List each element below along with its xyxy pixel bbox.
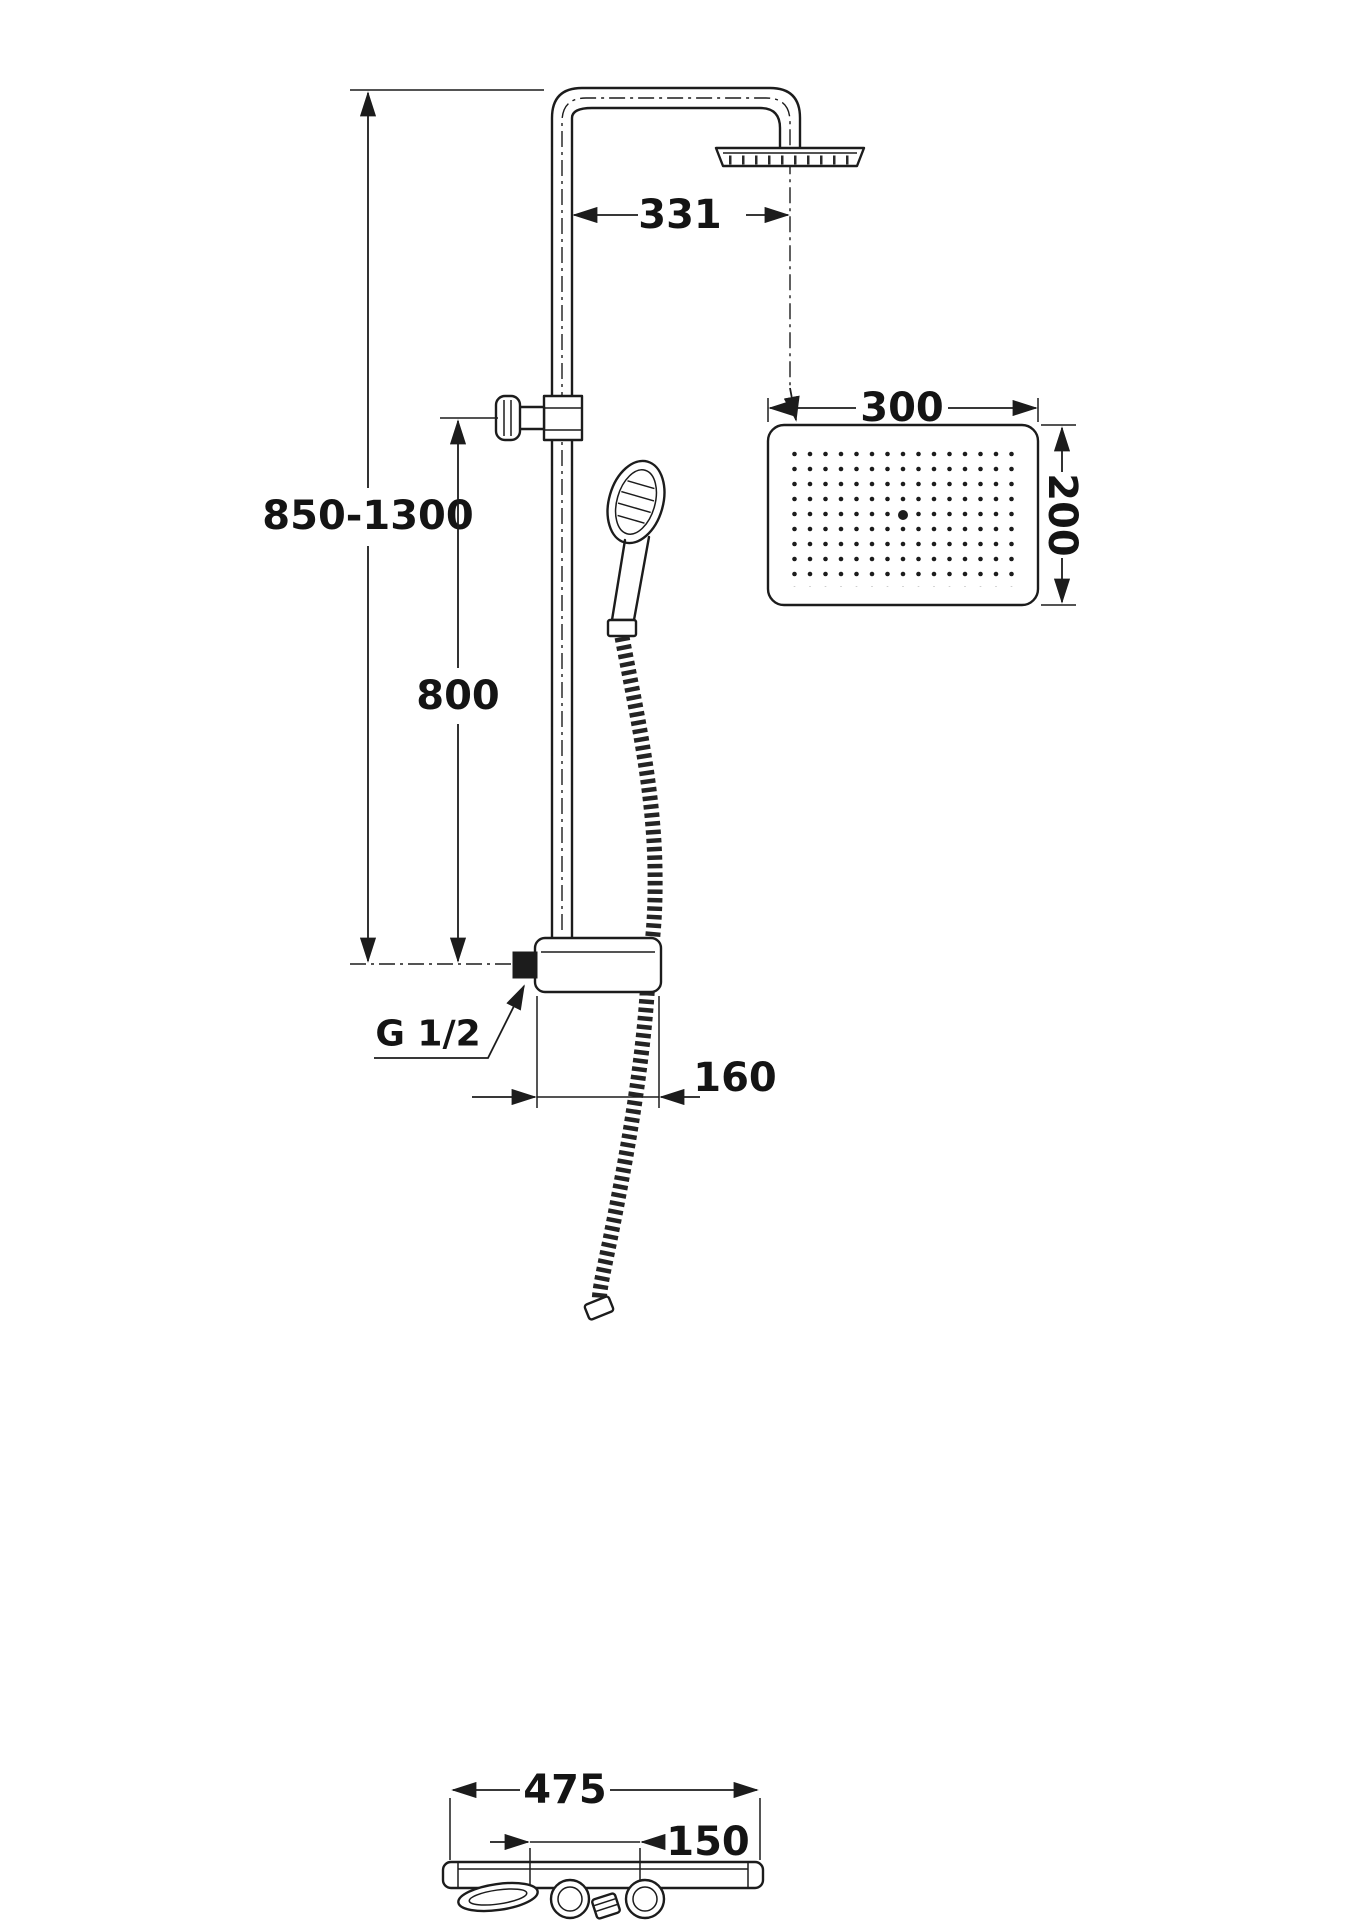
hand-shower-handle xyxy=(606,535,651,638)
base-bar-top-view xyxy=(441,1860,765,1890)
dim-head-width: 300 xyxy=(767,385,1039,431)
dim-text-475: 475 xyxy=(523,1767,607,1813)
dim-text-160: 160 xyxy=(693,1055,777,1101)
dim-slider-to-mixer: 800 xyxy=(416,417,500,963)
dim-column-height-range: 850-1300 xyxy=(262,91,474,963)
dim-base-bar-width: 475 xyxy=(449,1767,761,1860)
dim-text-300: 300 xyxy=(860,385,944,431)
hose-end-fitting xyxy=(583,1295,615,1321)
label-text-g12: G 1/2 xyxy=(375,1014,480,1055)
mixer-body xyxy=(512,936,663,994)
right-knob-top-view xyxy=(624,1878,666,1920)
hand-shower xyxy=(606,459,666,638)
label-inlet-thread: G 1/2 xyxy=(374,984,525,1059)
dim-head-depth: 200 xyxy=(1039,424,1085,606)
riser-and-arm-pipe xyxy=(550,86,802,940)
head-detail-pointer-arrow xyxy=(783,387,800,422)
mixer-inlet-g12 xyxy=(512,951,538,979)
dim-arm-reach: 331 xyxy=(572,192,790,238)
dim-text-331: 331 xyxy=(638,192,722,238)
left-knob-top-view xyxy=(549,1878,591,1920)
head-face-detail-view xyxy=(766,423,1040,607)
slider-diverter-knob xyxy=(494,394,584,442)
dim-text-800: 800 xyxy=(416,673,500,719)
lever-handle-top-view xyxy=(457,1881,539,1913)
dim-mixer-width: 160 xyxy=(472,996,777,1108)
dim-text-200: 200 xyxy=(1039,473,1085,557)
pipe-centerline xyxy=(561,97,791,930)
dim-text-150: 150 xyxy=(666,1819,750,1865)
outlet-spout-top-view xyxy=(591,1892,621,1920)
dim-handle-spacing: 150 xyxy=(490,1819,750,1865)
dim-text-850-1300: 850-1300 xyxy=(262,493,473,539)
head-center-dot xyxy=(898,510,908,520)
hand-shower-head xyxy=(606,459,666,545)
rain-shower-head-side-view xyxy=(714,146,866,168)
